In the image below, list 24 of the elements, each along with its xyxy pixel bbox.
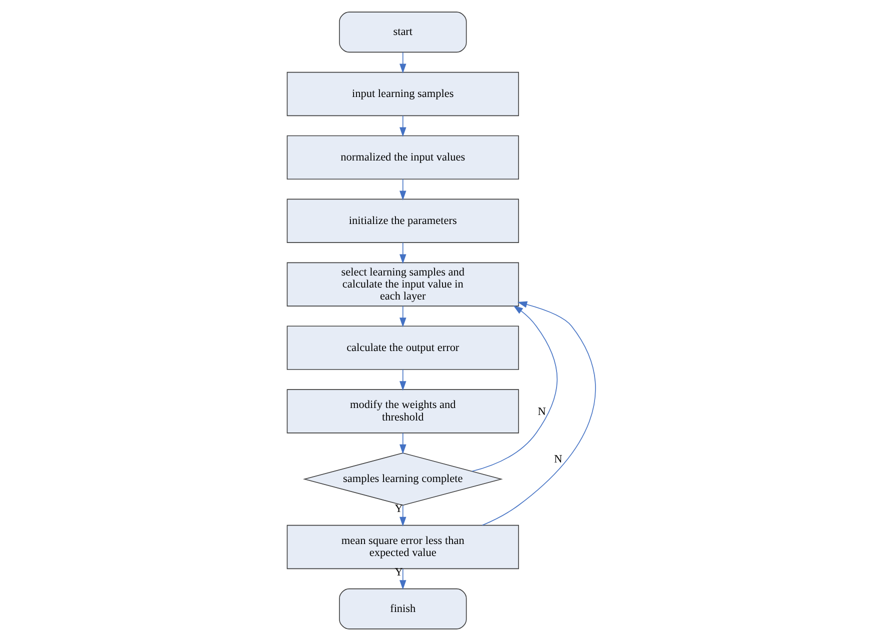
arrow (400, 306, 406, 328)
arrow (400, 504, 406, 526)
arrow (400, 568, 406, 590)
arrow (482, 301, 596, 526)
node-box: select learning samples and calculate the input value in each layer (286, 262, 519, 306)
node-box: mean square error less than expected value (286, 524, 519, 570)
node-box: initialize the parameters (286, 198, 519, 243)
node-box: finish (339, 588, 467, 630)
node-box: input learning samples (286, 72, 519, 116)
edge-label: N (538, 406, 546, 418)
edge-label: Y (394, 503, 403, 516)
node-box: normalized the input values (286, 135, 519, 180)
arrow (400, 115, 406, 137)
edge-label: N (554, 453, 562, 466)
node-box: modify the weights and threshold (286, 389, 519, 434)
arrow (400, 52, 406, 74)
arrow (400, 242, 406, 264)
arrow (400, 432, 406, 454)
node-diamond: samples learning complete (302, 452, 503, 506)
node-box: calculate the output error (286, 326, 519, 370)
arrow (472, 306, 558, 472)
arrow (400, 178, 406, 200)
node-box: start (339, 12, 467, 53)
arrow (400, 369, 406, 391)
